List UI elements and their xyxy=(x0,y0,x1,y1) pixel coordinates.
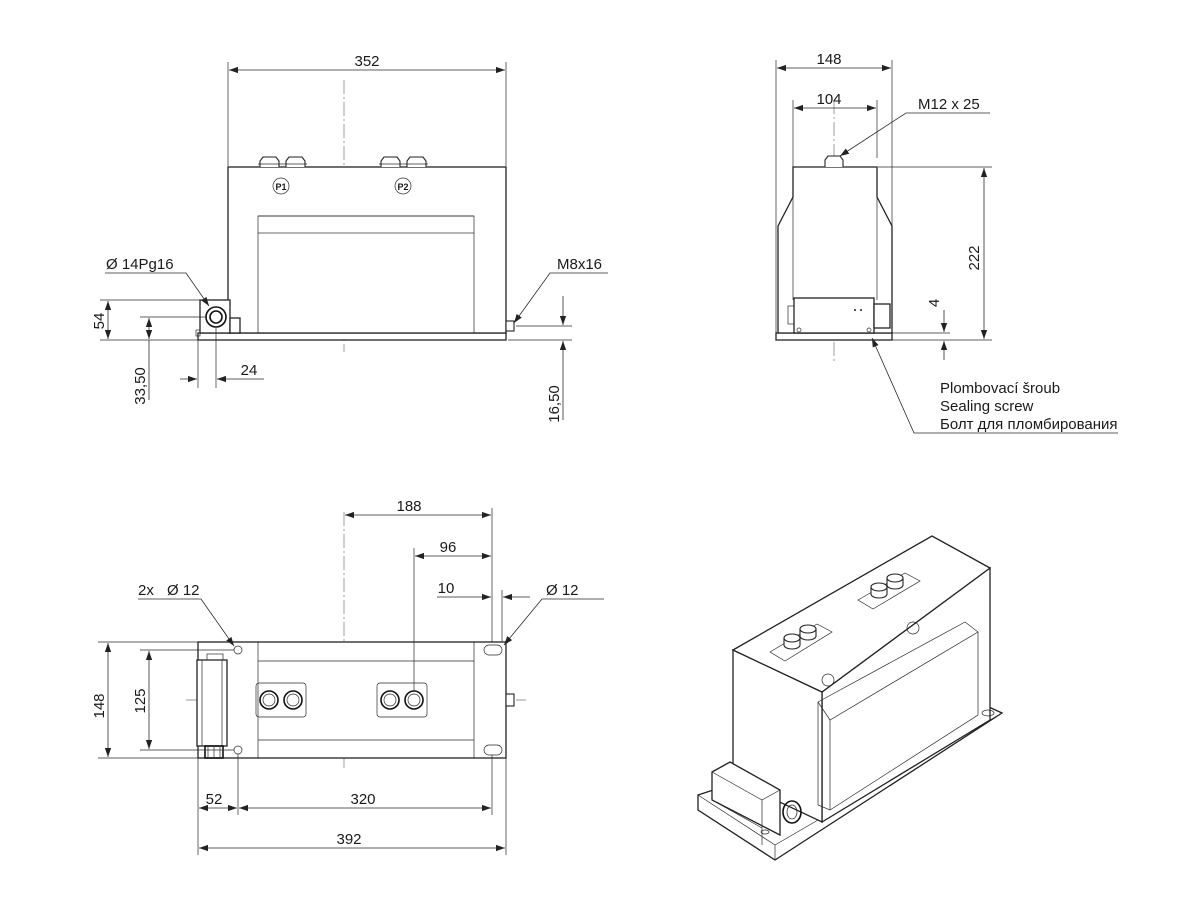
top-secondary-box xyxy=(196,659,228,747)
dim-54: 54 xyxy=(91,313,108,330)
dim-side-104: 104 xyxy=(816,91,841,108)
p1-label: P1 xyxy=(275,182,286,192)
side-body xyxy=(777,166,893,334)
sealing-label-cz: Plombovací šroub xyxy=(940,380,1060,397)
earthing-bolt-icon xyxy=(505,320,515,332)
p2-marking xyxy=(394,177,412,195)
top-base-plate xyxy=(197,641,507,759)
front-terminal-bolts-p1 xyxy=(258,156,307,167)
screw-m12-label: M12 x 25 xyxy=(918,96,980,113)
top-view: 188 96 10 Ø 12 2x Ø 12 148 125 52 xyxy=(91,498,604,855)
iso-bolts-p2 xyxy=(870,573,904,599)
iso-cable-gland-icon xyxy=(782,800,802,824)
dim-352: 352 xyxy=(354,53,379,70)
dim-24: 24 xyxy=(241,362,258,379)
top-screw-icon xyxy=(824,155,844,167)
dim-side-4: 4 xyxy=(926,299,943,307)
iso-body-top xyxy=(731,535,992,693)
dim-392: 392 xyxy=(336,831,361,848)
front-core-window-top xyxy=(257,215,475,234)
side-base-plate xyxy=(775,332,893,341)
front-terminal-bolts-p2 xyxy=(379,156,428,167)
iso-bolts-p1 xyxy=(783,624,817,650)
iso-secondary-box xyxy=(711,761,781,837)
dim-10: 10 xyxy=(438,580,455,597)
dim-top-125: 125 xyxy=(132,688,149,713)
dim-188: 188 xyxy=(396,498,421,515)
mount-slot-right-bottom xyxy=(483,744,503,756)
dim-16-50: 16,50 xyxy=(546,385,563,423)
terminal-plate-p2 xyxy=(376,682,428,718)
front-body xyxy=(227,166,507,334)
dim-320: 320 xyxy=(350,791,375,808)
dim-96: 96 xyxy=(440,539,457,556)
sealing-label-ru: Болт для пломбирования xyxy=(940,416,1118,433)
sealing-label-en: Sealing screw xyxy=(940,398,1034,415)
gland-label: Ø 14Pg16 xyxy=(106,256,174,273)
p1-marking xyxy=(272,177,290,195)
dim-side-148: 148 xyxy=(816,51,841,68)
hole-right-label: Ø 12 xyxy=(546,582,579,599)
dim-top-148: 148 xyxy=(91,693,108,718)
isometric-view xyxy=(697,535,1004,861)
side-secondary-box xyxy=(793,297,875,334)
dim-52: 52 xyxy=(206,791,223,808)
dim-33-50: 33,50 xyxy=(132,367,149,405)
side-view: 148 104 M12 x 25 222 4 Plombovací šroub … xyxy=(775,51,1118,434)
bolt-m8-label: M8x16 xyxy=(557,256,602,273)
hole-left-count: 2x xyxy=(138,582,154,599)
side-cable-gland-icon xyxy=(873,303,891,329)
front-base-plate xyxy=(197,332,507,341)
p2-label: P2 xyxy=(397,182,408,192)
terminal-plate-p1 xyxy=(255,682,307,718)
top-earthing-bolt-icon xyxy=(505,693,515,707)
hole-left-dia: Ø 12 xyxy=(167,582,200,599)
mount-slot-right-top xyxy=(483,644,503,656)
dim-side-222: 222 xyxy=(966,245,983,270)
front-view: P1 P2 352 Ø 14Pg16 M8x16 54 33,50 xyxy=(91,53,608,423)
